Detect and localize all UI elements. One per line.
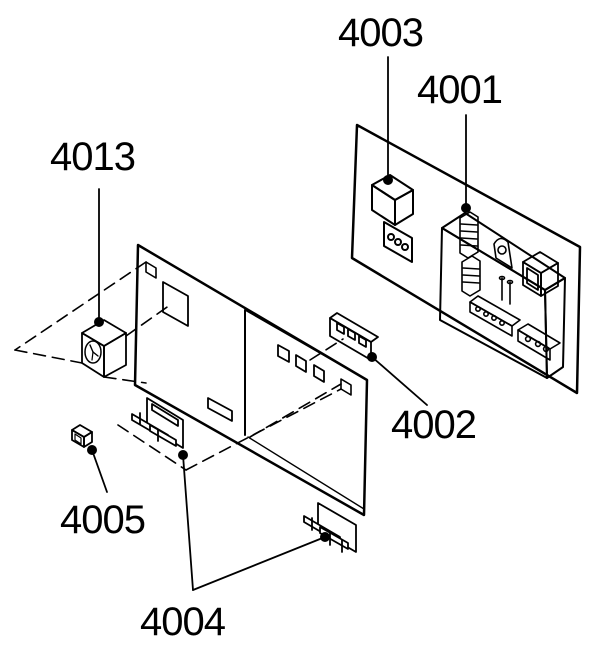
square-switch [522, 251, 559, 297]
callout-4004: 4004 [140, 600, 226, 644]
connector-block-4002 [329, 312, 379, 361]
callout-4003: 4003 [338, 11, 424, 55]
relay-component [371, 174, 414, 263]
leader-dots [87, 175, 471, 542]
terminal-strips [459, 211, 561, 361]
callout-4002: 4002 [391, 403, 477, 447]
timer-component [81, 319, 127, 378]
clip-bracket-right [303, 502, 357, 553]
leader-lines [91, 56, 467, 591]
callout-4005: 4005 [60, 498, 146, 542]
control-board-assembly [350, 123, 582, 395]
dashed-assembly-lines [14, 261, 344, 471]
round-connector [493, 237, 513, 269]
callout-4013: 4013 [50, 135, 136, 179]
small-part-4005 [71, 424, 93, 448]
front-board-assembly [133, 243, 369, 517]
callout-4001: 4001 [417, 68, 503, 112]
clip-bracket-left [131, 397, 184, 449]
